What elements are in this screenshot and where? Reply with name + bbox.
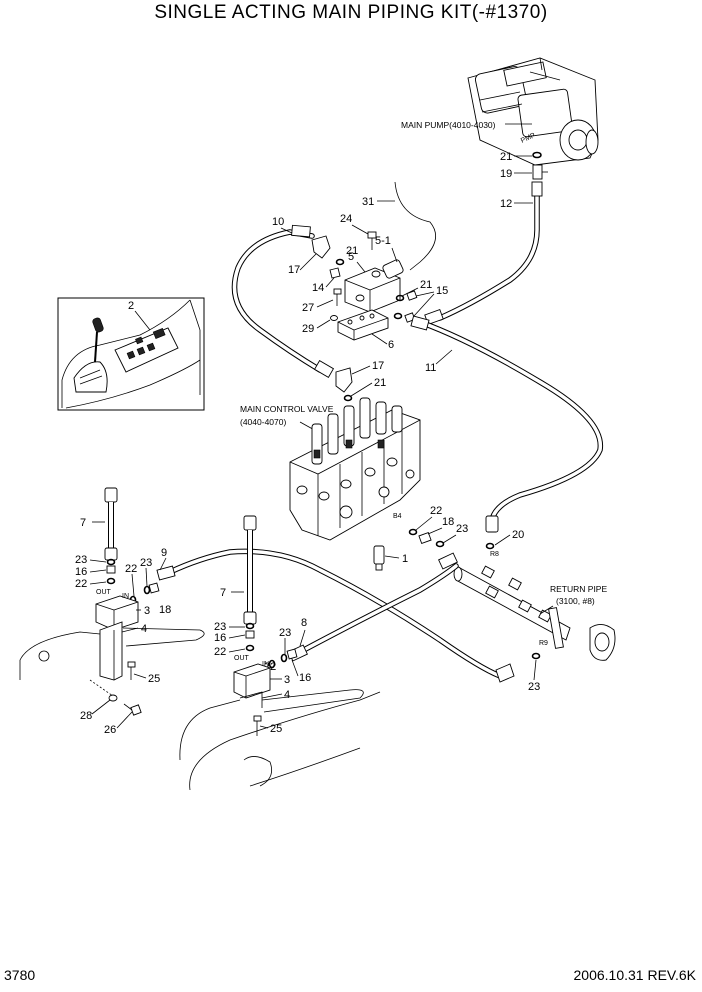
bolt-25-left — [127, 661, 136, 680]
callout-6: 6 — [388, 339, 394, 351]
in-left-label: IN — [122, 593, 129, 600]
hose-7-left — [104, 487, 118, 561]
hose-11 — [410, 315, 604, 533]
callout-3-left: 3 — [144, 605, 150, 617]
callout-16-r2: 16 — [299, 672, 311, 684]
callout-2: 2 — [128, 300, 134, 312]
callout-31: 31 — [362, 196, 374, 208]
o-ring-21-pump — [532, 151, 542, 159]
callout-21-b: 21 — [420, 279, 432, 291]
plug-14 — [329, 267, 341, 279]
in-right-label-text: IN — [262, 661, 269, 668]
callout-21-a: 21 — [346, 245, 358, 257]
bolt-26 — [123, 703, 142, 716]
callout-15: 15 — [436, 285, 448, 297]
callout-16-l: 16 — [75, 566, 87, 578]
check-valve-1 — [373, 545, 385, 571]
callout-4-right: 4 — [284, 689, 290, 701]
callout-22-l1: 22 — [75, 578, 87, 590]
callout-5-1: 5-1 — [375, 235, 391, 247]
port-r9-label: R9 — [539, 640, 548, 647]
callout-18-left: 18 — [159, 604, 171, 616]
main-pump-illustration: PMP — [467, 57, 599, 166]
bolt-24 — [367, 231, 377, 250]
washer-29 — [330, 315, 338, 321]
callout-12: 12 — [500, 198, 512, 210]
return-pipe-label-1: RETURN PIPE — [550, 584, 607, 594]
callout-17-a: 17 — [288, 264, 300, 276]
callout-27: 27 — [302, 302, 314, 314]
callout-17-b: 17 — [372, 360, 384, 372]
port-r8-label: R8 — [490, 551, 499, 558]
revision-date: 2006.10.31 REV.6K — [573, 967, 696, 983]
callout-21-c: 21 — [374, 377, 386, 389]
elbow-17-top — [311, 235, 331, 259]
cab-inset-2 — [57, 297, 205, 411]
elbow-17-lower — [335, 367, 353, 393]
hose-10 — [231, 224, 335, 378]
valve-block-5 — [344, 259, 404, 313]
fitting-19 — [532, 164, 543, 180]
adapter-16-left — [106, 565, 116, 574]
callout-29: 29 — [302, 323, 314, 335]
washer-28 — [108, 694, 118, 702]
page-number: 3780 — [4, 967, 36, 983]
callout-7-right: 7 — [220, 587, 226, 599]
callout-18-b4: 18 — [442, 516, 454, 528]
callout-23-r2: 23 — [279, 627, 291, 639]
bolt-25-right — [253, 715, 262, 736]
pedal-valve-left — [95, 595, 139, 681]
bolt-27 — [333, 288, 342, 306]
pedal-lever-left — [122, 627, 205, 647]
plate-6 — [337, 309, 389, 341]
callout-14: 14 — [312, 282, 324, 294]
out-right-label: OUT — [234, 655, 250, 662]
callout-23-l1: 23 — [75, 554, 87, 566]
callout-19: 19 — [500, 168, 512, 180]
main-pump-label: MAIN PUMP(4010-4030) — [401, 120, 496, 130]
port-b4-label: B4 — [393, 513, 402, 520]
mcv-label-1: MAIN CONTROL VALVE — [240, 404, 334, 414]
callout-28: 28 — [80, 710, 92, 722]
callout-24: 24 — [340, 213, 352, 225]
callout-23-b4: 23 — [456, 523, 468, 535]
callout-26: 26 — [104, 724, 116, 736]
callout-11: 11 — [425, 362, 436, 374]
hose-9 — [156, 548, 515, 683]
hose-7-right — [243, 515, 257, 625]
callout-10: 10 — [272, 216, 284, 228]
callout-1: 1 — [402, 553, 408, 565]
return-pipe — [453, 565, 616, 661]
cable-31 — [394, 181, 437, 271]
callout-25-left: 25 — [148, 673, 160, 685]
adapter-16-right — [245, 630, 255, 639]
callout-7-left: 7 — [80, 517, 86, 529]
callout-25-right: 25 — [270, 723, 282, 735]
callout-8: 8 — [301, 617, 307, 629]
callout-9: 9 — [161, 547, 167, 559]
pedal-lever-right — [261, 689, 364, 713]
callout-22-l2: 22 — [125, 563, 137, 575]
callout-4-left: 4 — [141, 623, 147, 635]
callout-20: 20 — [512, 529, 524, 541]
callout-23-return: 23 — [528, 681, 540, 693]
page-title: SINGLE ACTING MAIN PIPING KIT(-#1370) — [154, 2, 548, 23]
callout-23-l2: 23 — [140, 557, 152, 569]
callout-22-r1: 22 — [214, 646, 226, 658]
return-pipe-label-2: (3100, #8) — [556, 596, 595, 606]
main-control-valve — [289, 397, 421, 541]
out-left-label: OUT — [96, 589, 112, 596]
callout-22-b4: 22 — [430, 505, 442, 517]
pedal-valve-right — [233, 663, 271, 708]
hose-12 — [424, 181, 543, 326]
callout-23-r1: 23 — [214, 621, 226, 633]
callout-5: 5 — [348, 251, 354, 263]
callout-16-r1: 16 — [214, 632, 226, 644]
mcv-label-2: (4040-4070) — [240, 417, 286, 427]
callout-3-right: 3 — [284, 674, 290, 686]
callout-21-pump: 21 — [500, 151, 512, 163]
